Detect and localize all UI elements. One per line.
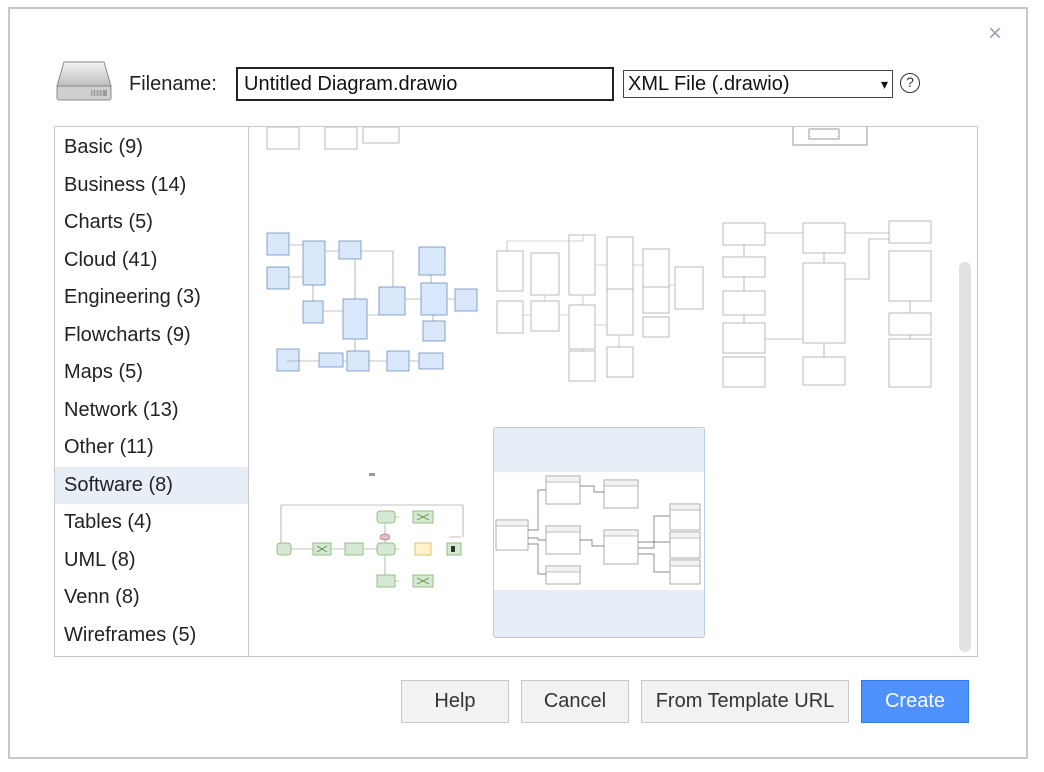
category-list: Basic (9) Business (14) Charts (5) Cloud (4… — [55, 127, 249, 656]
template-thumb-partial-2[interactable] — [789, 127, 879, 149]
template-thumb-flow-diagram[interactable] — [273, 467, 469, 597]
filename-input[interactable] — [236, 67, 614, 101]
template-thumb-table-diagram — [494, 472, 704, 590]
template-thumbnails — [249, 127, 977, 656]
template-thumb-partial-1[interactable] — [263, 127, 403, 153]
category-item[interactable]: Other (11) — [64, 436, 154, 458]
category-item[interactable]: Charts (5) — [64, 211, 153, 233]
thumbnails-scrollbar[interactable] — [959, 262, 971, 652]
disk-icon — [56, 61, 112, 101]
chevron-down-icon: ▾ — [880, 75, 888, 92]
category-item[interactable]: Flowcharts (9) — [64, 323, 191, 346]
template-thumb-object-tables[interactable] — [493, 225, 709, 385]
template-thumb-selected[interactable] — [493, 427, 705, 638]
category-item[interactable]: Engineering (3) — [64, 286, 201, 308]
category-item[interactable]: Cloud (41) — [64, 248, 158, 271]
category-item[interactable]: Basic (9) — [64, 136, 143, 158]
format-select[interactable]: XML File (.drawio) ▾ — [623, 70, 893, 98]
category-item[interactable]: Software (8) — [55, 466, 248, 504]
filename-label: Filename: — [129, 73, 217, 95]
template-thumb-er-diagram[interactable] — [263, 227, 479, 377]
cancel-button[interactable]: Cancel — [521, 680, 629, 723]
category-item[interactable]: Maps (5) — [64, 361, 143, 383]
category-item[interactable]: UML (8) — [64, 548, 136, 571]
category-item[interactable]: Tables (4) — [64, 511, 152, 533]
help-icon[interactable]: ? — [900, 73, 920, 93]
category-item[interactable]: Business (14) — [64, 173, 187, 196]
category-item[interactable]: Network (13) — [64, 398, 179, 421]
format-select-value: XML File (.drawio) — [628, 72, 790, 95]
close-icon[interactable]: × — [988, 20, 1003, 47]
create-button[interactable]: Create — [861, 680, 969, 723]
category-item[interactable]: Wireframes (5) — [64, 623, 197, 646]
help-button[interactable]: Help — [401, 680, 509, 723]
template-thumb-er-tables[interactable] — [719, 219, 935, 389]
category-item[interactable]: Venn (8) — [64, 586, 140, 608]
template-panel: Basic (9) Business (14) Charts (5) Cloud (4… — [54, 126, 978, 657]
from-template-url-button[interactable]: From Template URL — [641, 680, 849, 723]
